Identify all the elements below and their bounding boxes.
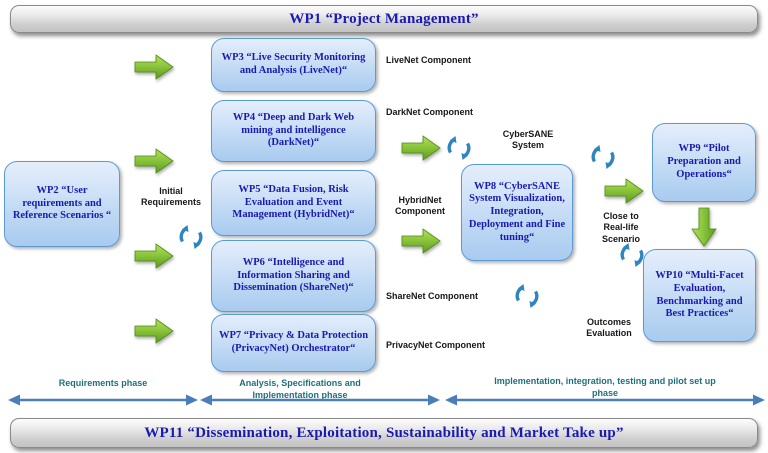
wp7-box[interactable]: WP7 “Privacy & Data Protection (PrivacyN… xyxy=(211,314,376,372)
livenet-component-label: LiveNet Component xyxy=(386,55,472,65)
wp6-label: WP6 “Intelligence and Information Sharin… xyxy=(233,256,354,294)
green-arrow-to-wp4 xyxy=(134,148,174,174)
wp2-label: WP2 “User requirements and Reference Sce… xyxy=(12,184,112,222)
wp3-box[interactable]: WP3 “Live Security Monitoring and Analys… xyxy=(211,38,376,92)
green-arrow-wp9-to-wp10 xyxy=(691,207,717,247)
cycle-icon-initial-requirements xyxy=(176,222,206,252)
outcomes-evaluation-label: Outcomes Evaluation xyxy=(586,317,632,339)
wp4-label: WP4 “Deep and Dark Web mining and intell… xyxy=(232,111,355,149)
phase-label-implementation: Implementation, integration, testing and… xyxy=(494,376,716,398)
cycle-icon-sharenet xyxy=(512,281,542,311)
wp10-box[interactable]: WP10 “Multi-Facet Evaluation, Benchmarki… xyxy=(643,249,756,342)
phase-label-analysis: Analysis, Specifications and Implementat… xyxy=(239,378,361,400)
wp8-box[interactable]: WP8 “CyberSANE System Visualization, Int… xyxy=(461,164,573,261)
cycle-icon-hybridnet xyxy=(444,133,474,163)
wp4-box[interactable]: WP4 “Deep and Dark Web mining and intell… xyxy=(211,100,376,162)
wp8-label: WP8 “CyberSANE System Visualization, Int… xyxy=(468,180,566,243)
privacynet-component-label: PrivacyNet Component xyxy=(386,340,486,350)
cycle-icon-outcomes xyxy=(617,240,647,270)
wp7-label: WP7 “Privacy & Data Protection (PrivacyN… xyxy=(218,330,369,354)
green-arrow-to-wp3 xyxy=(134,54,174,80)
green-arrow-hybridnet-to-wp8 xyxy=(401,135,441,161)
wp6-box[interactable]: WP6 “Intelligence and Information Sharin… xyxy=(211,240,376,312)
wp10-label: WP10 “Multi-Facet Evaluation, Benchmarki… xyxy=(655,269,744,320)
phase-arrow-analysis xyxy=(200,393,440,407)
green-arrow-sharenet-to-wp8 xyxy=(401,228,441,254)
wp3-label: WP3 “Live Security Monitoring and Analys… xyxy=(221,52,366,76)
wp2-box[interactable]: WP2 “User requirements and Reference Sce… xyxy=(4,161,120,247)
phase-label-requirements: Requirements phase xyxy=(58,378,148,388)
phase-arrow-implementation xyxy=(445,393,765,407)
wp9-box[interactable]: WP9 “Pilot Preparation and Operations“ xyxy=(652,123,756,202)
green-arrow-to-wp7 xyxy=(134,318,174,344)
sharenet-component-label: ShareNet Component xyxy=(386,291,479,301)
green-arrow-wp8-to-wp9 xyxy=(604,178,644,204)
wp5-label: WP5 “Data Fusion, Risk Evaluation and Ev… xyxy=(232,183,355,221)
darknet-component-label: DarkNet Component xyxy=(386,107,474,117)
cycle-icon-cybersane xyxy=(588,142,618,172)
wp1-project-management-banner: WP1 “Project Management” xyxy=(10,5,758,33)
close-to-real-life-scenario-label: Close to Real-life Scenario xyxy=(601,211,641,244)
phase-arrow-requirements xyxy=(8,393,198,407)
wp11-dissemination-banner: WP11 “Dissemination, Exploitation, Susta… xyxy=(10,418,758,448)
hybridnet-component-label: HybridNet Component xyxy=(395,195,445,217)
cybersane-system-label: CyberSANE System xyxy=(502,129,554,151)
initial-requirements-label: Initial Requirements xyxy=(140,186,202,208)
green-arrow-to-wp6 xyxy=(134,243,174,269)
wp5-box[interactable]: WP5 “Data Fusion, Risk Evaluation and Ev… xyxy=(211,170,376,236)
wp9-label: WP9 “Pilot Preparation and Operations“ xyxy=(667,143,741,180)
